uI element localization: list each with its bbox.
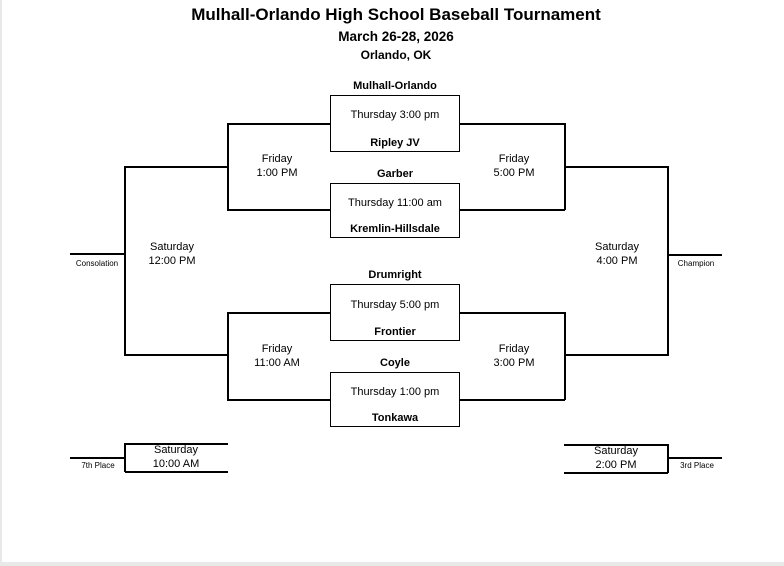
round-day: Friday [261,153,293,165]
bracket-line [125,471,228,473]
bracket-line [667,166,669,356]
consolation-line [70,253,125,255]
game1-time: Thursday 3:00 pm [350,109,440,121]
round-label-friday-1pm: Friday 1:00 PM [257,153,298,180]
bracket-line [227,123,330,125]
third-place-line [667,457,722,459]
round-time: 12:00 PM [148,254,196,267]
seventh-place-line [70,457,125,459]
tournament-dates: March 26-28, 2026 [338,29,454,44]
game3-team-top: Drumright [368,269,422,281]
game1-box [330,95,460,152]
seventh-place-label: 7th Place [81,461,115,470]
round-label-friday-3pm: Friday 3:00 PM [494,343,535,370]
third-place-label: 3rd Place [680,461,714,470]
champion-label: Champion [677,259,715,268]
bracket-line [125,443,228,445]
bracket-line [564,444,668,446]
game3-box [330,284,460,341]
game4-box [330,372,460,427]
round-label-friday-11am: Friday 11:00 AM [254,343,300,370]
game4-time: Thursday 1:00 pm [350,386,440,398]
round-label-third-place-game: Saturday 2:00 PM [594,445,638,472]
tournament-location: Orlando, OK [360,48,432,62]
bracket-line [227,399,330,401]
round-day: Friday [498,343,530,355]
round-time: 1:00 PM [256,166,298,179]
champion-line [667,254,722,256]
bracket-line [227,312,330,314]
round-time: 11:00 AM [254,356,300,369]
bracket-line [460,123,565,125]
bracket-line [564,312,566,400]
bracket-line [564,472,668,474]
round-time: 2:00 PM [595,458,637,471]
game3-team-bottom: Frontier [374,326,416,338]
bracket-line [460,312,565,314]
game1-team-top: Mulhall-Orlando [353,80,437,92]
round-time: 5:00 PM [493,166,535,179]
game2-box [330,183,460,238]
bracket-line [460,399,565,401]
bracket-line [667,444,669,473]
game3-time: Thursday 5:00 pm [350,299,440,311]
round-time: 4:00 PM [596,254,638,267]
game4-team-top: Coyle [380,357,410,369]
round-time: 3:00 PM [493,356,535,369]
bracket-line [564,166,668,168]
game4-team-bottom: Tonkawa [371,412,419,424]
round-day: Friday [498,153,530,165]
bracket-line [125,354,228,356]
game2-team-bottom: Kremlin-Hillsdale [350,223,440,235]
round-day: Saturday [153,444,199,456]
bracket-line [124,166,126,356]
game2-team-top: Garber [376,168,414,180]
round-label-friday-5pm: Friday 5:00 PM [494,153,535,180]
game2-time: Thursday 11:00 am [348,197,442,209]
page-edge-bottom [0,562,784,566]
consolation-label: Consolation [75,259,119,268]
round-day: Saturday [594,241,640,253]
round-day: Friday [261,343,293,355]
bracket-line [125,166,228,168]
bracket-line [227,209,330,211]
page-title: Mulhall-Orlando High School Baseball Tou… [191,5,601,24]
bracket-line [227,312,229,400]
game1-team-bottom: Ripley JV [370,137,420,149]
round-label-seventh-place-game: Saturday 10:00 AM [153,444,199,471]
bracket-line [564,354,668,356]
round-time: 10:00 AM [152,457,200,470]
round-label-championship: Saturday 4:00 PM [595,241,639,268]
page-edge-left [0,0,2,566]
round-day: Saturday [593,445,639,457]
round-day: Saturday [149,241,195,253]
bracket-line [460,209,565,211]
round-label-consolation-final: Saturday 12:00 PM [148,241,195,268]
